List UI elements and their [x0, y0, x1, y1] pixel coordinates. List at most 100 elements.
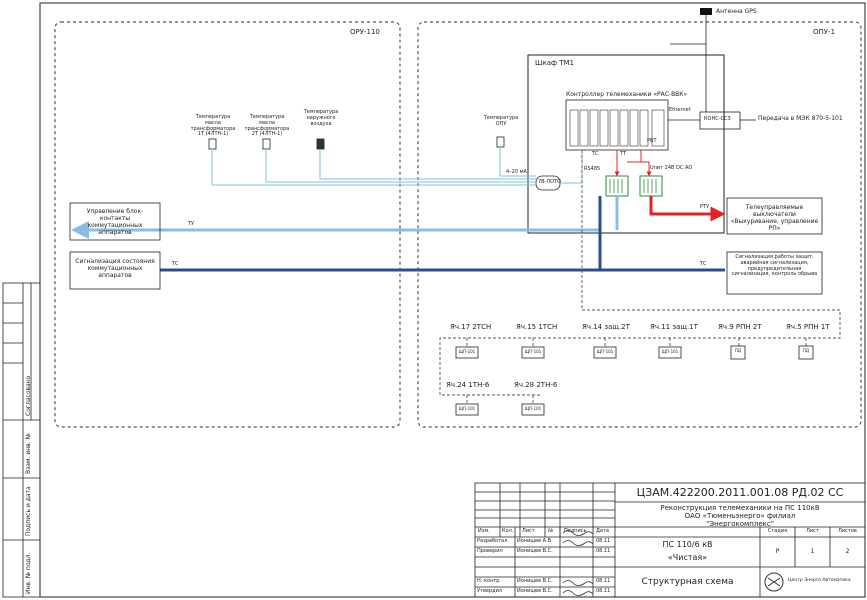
role-2-date: 08.11: [596, 548, 611, 554]
cabinet-title: Шкаф ТМ1: [535, 59, 574, 67]
antenna-icon: [700, 8, 712, 15]
role-1-date: 08.11: [596, 538, 611, 544]
rele-label: РВТ: [647, 138, 657, 144]
bus-tu: [71, 205, 602, 239]
rs485-loop: [439, 150, 841, 404]
controller-title: Контроллер телемеханики «РАС-ВВК»: [566, 91, 688, 98]
bus-tu-red: [649, 196, 726, 222]
role-2-name: Ионищев В.С.: [517, 548, 553, 554]
sheet-value: 1: [810, 548, 815, 555]
head-num: №: [548, 528, 554, 534]
uplink-label: Передача в МЭК 870-5-101: [758, 115, 843, 122]
role-4-name: Ионищев В.С.: [517, 588, 553, 594]
head-podpis: Подпись: [564, 528, 587, 534]
role-3: Н. контр.: [477, 578, 501, 584]
role-3-date: 08.11: [596, 578, 611, 584]
side-stamp-grid: [2, 282, 41, 598]
role-1-name: Ионищев А.В.: [517, 538, 553, 544]
title-block-grid: [474, 482, 866, 598]
side-podpis-data: Подпись и дата: [25, 486, 32, 536]
role-3-name: Ионищев В.С.: [517, 578, 553, 584]
gps-module: [699, 111, 741, 130]
object-line-1: ПС 110/6 кВ: [662, 540, 713, 549]
role-2: Проверил: [477, 548, 503, 554]
zone-oru1-title: ОПУ-1: [813, 28, 836, 36]
cell-7-title: Яч.24 1ТН-6: [446, 381, 490, 389]
cell-8-title: Яч.28 2ТН-6: [514, 381, 558, 389]
side-inv-podl: Инв. № подл.: [25, 552, 32, 594]
role-4-date: 08.11: [596, 588, 611, 594]
signature-scribbles: [562, 530, 594, 596]
signal-power: Uпит 24В DС АО: [650, 165, 693, 171]
company-logo-icon: [764, 572, 784, 592]
head-izm: Изм.: [478, 528, 490, 534]
signal-rs485: RS485: [584, 166, 601, 172]
cell-5-title: Яч.9 РПН 2Т: [718, 323, 762, 331]
sensor-icons: [208, 136, 505, 150]
cell-devices: [455, 345, 814, 416]
converter-label: 7В-ЛОТО: [538, 179, 562, 185]
document-code: ЦЗАМ.422200.2011.001.08 РД.02 СС: [636, 486, 844, 499]
head-list: Лист: [522, 528, 535, 534]
analog-lines: [211, 147, 583, 186]
cell-4-device: ЩП-101: [661, 349, 679, 354]
block-upravlenie: [69, 202, 161, 241]
cell-2-title: Яч.15 1ТСН: [516, 323, 558, 331]
project-line-3: "Энергокомплекс": [706, 520, 774, 528]
zone-oru1: [417, 21, 862, 428]
signal-ts-right: ТС: [700, 261, 707, 267]
block-signalizaciya: [69, 251, 161, 290]
block-teleupr: [726, 197, 823, 235]
side-vzam-inv: Взам. инв. №: [25, 433, 32, 474]
signal-tt: ТТ: [620, 151, 627, 157]
zone-oru110-title: ОРУ-110: [350, 28, 380, 36]
project-line-2: ОАО «Тюменьэнерго» филиал: [684, 512, 796, 520]
sheets-head: Листов: [838, 528, 857, 534]
role-1: Разработал: [477, 538, 508, 544]
stage-value: Р: [775, 548, 780, 555]
cell-1-title: Яч.17 2ТСН: [450, 323, 492, 331]
project-line-1: Реконструкция телемеханики на ПС 110кВ: [660, 504, 820, 512]
side-soglasovano: Согласовано: [25, 375, 32, 416]
signal-ts-cab: ТС: [592, 151, 599, 157]
sensor-2-label: Температура масла трансформатора 2Т (4ЛТ…: [244, 114, 290, 138]
cell-6-device: ПД: [802, 348, 810, 353]
object-line-2: «Чистая»: [667, 553, 708, 562]
signal-ma: 4–20 мА: [506, 169, 527, 175]
role-4: Утвердил: [477, 588, 503, 594]
cell-8-device: ЩП-101: [524, 406, 542, 411]
signal-ts-left: ТС: [172, 261, 179, 267]
document-title: Структурная схема: [641, 577, 734, 587]
cell-6-title: Яч.5 РПН 1Т: [786, 323, 830, 331]
cell-4-title: Яч.11 защ.1Т: [650, 323, 698, 331]
cell-2-device: ЩП-101: [524, 349, 542, 354]
block-sig-right-text: Сигнализация работы защит, аварийная сиг…: [731, 254, 818, 278]
company-name: Центр Энерго Автоматика: [788, 578, 851, 583]
signal-tu: ТУ: [188, 221, 195, 227]
cell-7-device: ЩП-101: [458, 406, 476, 411]
cell-5-device: ПД: [734, 348, 742, 353]
signal-ethernet: Ethernet: [669, 107, 691, 113]
signal-ru: РТУ: [700, 204, 710, 210]
block-upravlenie-text: Управление блок-контакты коммутационных …: [86, 208, 144, 236]
relay-block-2: [639, 175, 663, 197]
sensor-4-label: Температура ОПУ: [483, 115, 519, 127]
sensor-1-label: Температура масла трансформатора 1Т (4ЛТ…: [190, 114, 236, 138]
cell-1-device: ЩП-101: [458, 349, 476, 354]
sheets-value: 2: [845, 548, 850, 555]
relay-block-1: [605, 175, 629, 197]
cell-3-device: ЩП-101: [596, 349, 614, 354]
block-teleupr-text: Телеуправляемые выключатели «Выкуривание…: [730, 204, 819, 232]
antenna-label: Антенна GPS: [716, 8, 757, 15]
head-kol: Кол.: [502, 528, 514, 534]
cabinet-tm1: [527, 54, 725, 234]
stage-head: Стадия: [767, 528, 788, 534]
sensor-3-label: Температура наружного воздуха: [303, 109, 339, 127]
gps-module-label: КОНС-ССЗ: [704, 116, 731, 122]
block-sig-right: [726, 251, 823, 295]
block-signalizaciya-text: Сигнализация состояния коммутационных ап…: [75, 258, 155, 279]
head-data: Дата: [596, 528, 609, 534]
controller-modules: [569, 109, 665, 147]
